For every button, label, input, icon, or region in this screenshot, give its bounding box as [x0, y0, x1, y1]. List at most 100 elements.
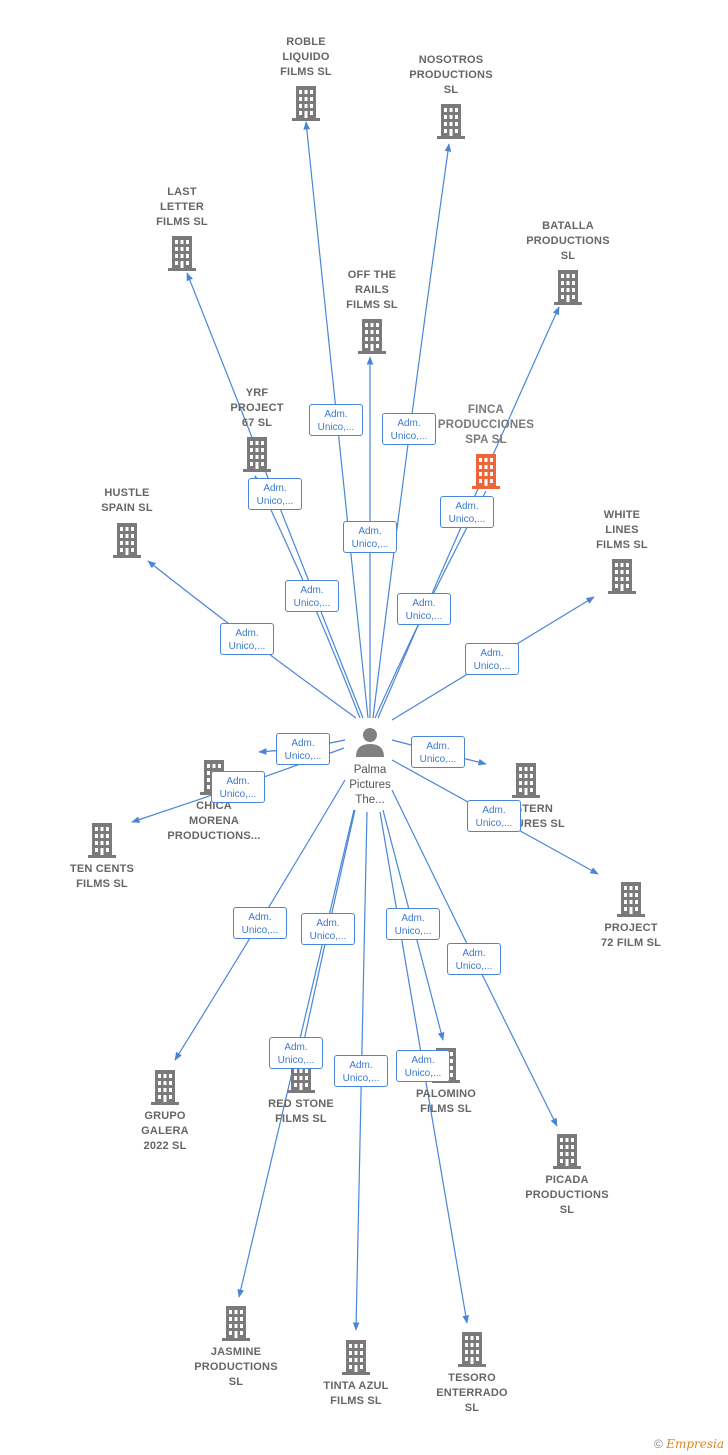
edge-label-tinta-azul[interactable]: Adm.Unico,... [334, 1055, 388, 1087]
building-icon-eastern[interactable] [512, 763, 540, 798]
edge-label-line: Unico,... [309, 931, 347, 942]
node-label-line: RAILS [355, 284, 389, 296]
node-label-line: PRODUCTIONS [526, 235, 610, 247]
edge-label-finca[interactable]: Adm.Unico,... [397, 593, 451, 625]
node-label-line: SL [464, 1402, 480, 1414]
node-label-line: SL [228, 1376, 244, 1388]
building-icon-off-the-rails[interactable] [358, 319, 386, 354]
edge-label-project72[interactable]: Adm.Unico,... [467, 800, 521, 832]
node-label-batalla[interactable]: BATALLA PRODUCTIONS SL [503, 219, 633, 264]
edge-label-nosotros[interactable]: Adm.Unico,... [382, 413, 436, 445]
building-icon-tesoro[interactable] [458, 1332, 486, 1367]
building-icon-hustle[interactable] [113, 523, 141, 558]
edge-label-line: Unico,... [405, 611, 443, 622]
building-icon-project72[interactable] [617, 882, 645, 917]
building-icon-tinta-azul[interactable] [342, 1340, 370, 1375]
node-label-line: LIQUIDO [282, 51, 330, 63]
edge-label-line: Adm. [226, 776, 250, 787]
edge-label-off-the-rails[interactable]: Adm. Unico,... [343, 521, 397, 553]
node-label-off-the-rails[interactable]: OFF THE RAILS FILMS SL [307, 268, 437, 313]
node-label-line: TINTA AZUL [323, 1380, 389, 1392]
node-label-white-lines[interactable]: WHITE LINES FILMS SL [557, 508, 687, 553]
node-label-line: SL [559, 1204, 575, 1216]
node-label-line: OFF THE [347, 269, 397, 281]
building-icon-yrf[interactable] [243, 437, 271, 472]
node-label-picada[interactable]: PICADA PRODUCTIONS SL [502, 1173, 632, 1218]
building-icon-last-letter[interactable] [168, 236, 196, 271]
edge-label-line: Adm. [284, 1042, 308, 1053]
node-label-line: HUSTLE [104, 487, 150, 499]
person-icon [356, 728, 384, 757]
building-icon-batalla[interactable] [554, 270, 582, 305]
edge-label-last-letter[interactable]: Adm.Unico,... [248, 478, 302, 510]
node-label-line: 2022 SL [143, 1140, 187, 1152]
building-icon-ten-cents[interactable] [88, 823, 116, 858]
building-icon-jasmine[interactable] [222, 1306, 250, 1341]
edge-label-picada[interactable]: Adm.Unico,... [447, 943, 501, 975]
edge-label-white-lines[interactable]: Adm.Unico,... [465, 643, 519, 675]
node-label-line: SL [560, 250, 576, 262]
edge-label-line: Adm. [316, 918, 340, 929]
edge-label-line: Adm. [358, 526, 382, 537]
node-label-line: FINCA [467, 404, 505, 416]
node-label-line: PRODUCTIONS [409, 69, 493, 81]
edge-label-line: Unico,... [473, 661, 511, 672]
node-label-line: FILMS SL [346, 299, 398, 311]
edge-label-line: Unico,... [448, 514, 486, 525]
edge-label-tesoro[interactable]: Adm.Unico,... [396, 1050, 450, 1082]
edge-label-roble[interactable]: Adm.Unico,... [309, 404, 363, 436]
brand-logo[interactable]: Empresia [666, 1437, 724, 1451]
edge-label-eastern[interactable]: Adm.Unico,... [411, 736, 465, 768]
node-label-line: PRODUCTIONS [194, 1361, 278, 1373]
edge-label-palomino[interactable]: Adm.Unico,... [386, 908, 440, 940]
node-label-last-letter[interactable]: LAST LETTER FILMS SL [117, 185, 247, 230]
node-label-line: LETTER [160, 201, 204, 213]
edge-label-line: Adm. [263, 483, 287, 494]
building-icon-nosotros[interactable] [437, 104, 465, 139]
node-label-line: WHITE [603, 509, 641, 521]
building-icon-roble[interactable] [292, 86, 320, 121]
edge-label-galera[interactable]: Adm.Unico,... [233, 907, 287, 939]
node-label-line: FILMS SL [156, 216, 208, 228]
edge-label-hustle[interactable]: Adm.Unico,... [220, 623, 274, 655]
node-label-line: PROJECT [604, 922, 658, 934]
edge-label-chica[interactable]: Adm.Unico,... [276, 733, 330, 765]
edge-label-red-stone[interactable]: Adm. Unico,... [301, 913, 355, 945]
node-label-line: LINES [605, 524, 639, 536]
node-label-line: MORENA [188, 815, 240, 827]
node-label-line: PICADA [545, 1174, 589, 1186]
edge-label-yrf[interactable]: Adm.Unico,... [285, 580, 339, 612]
building-icon-finca[interactable] [472, 454, 500, 489]
node-label-line: BATALLA [542, 220, 594, 232]
building-icon-white-lines[interactable] [608, 559, 636, 594]
node-label-line: CHICA [196, 800, 232, 812]
node-label-line: FILMS SL [420, 1103, 472, 1115]
node-label-line: PRODUCTIONS [525, 1189, 609, 1201]
node-label-line: PROJECT [230, 402, 284, 414]
edge-label-line: Adm. [349, 1060, 373, 1071]
node-label-line: LAST [167, 186, 197, 198]
edge-label-line: Unico,... [351, 539, 389, 550]
edge-label-batalla[interactable]: Adm.Unico,... [440, 496, 494, 528]
building-icon-galera[interactable] [151, 1070, 179, 1105]
building-icon-picada[interactable] [553, 1134, 581, 1169]
edge-label-jasmine[interactable]: Adm.Unico,... [269, 1037, 323, 1069]
node-label-line: FILMS SL [596, 539, 648, 551]
edge-label-ten-cents[interactable]: Adm.Unico,... [211, 771, 265, 803]
node-label-line: 67 SL [241, 417, 273, 429]
